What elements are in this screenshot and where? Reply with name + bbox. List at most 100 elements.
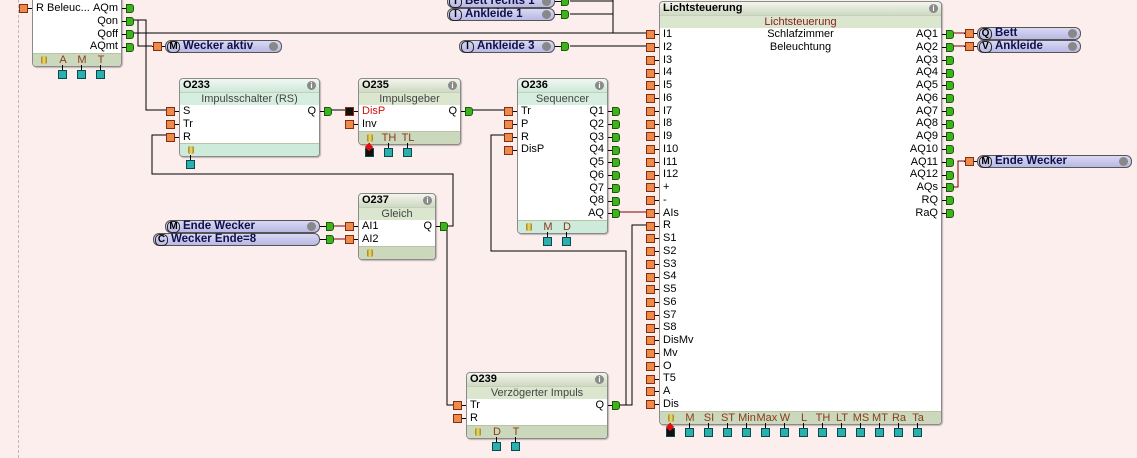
input-pin-I9[interactable]	[646, 132, 655, 142]
param-pin-L[interactable]	[799, 427, 808, 437]
info-icon[interactable]	[542, 42, 551, 51]
lock-param-pin[interactable]	[186, 160, 195, 170]
output-pin-Q5[interactable]	[612, 158, 620, 168]
info-icon[interactable]: i	[423, 196, 432, 205]
output-pin-Qoff[interactable]	[126, 29, 134, 39]
param-pin-LT[interactable]	[837, 427, 846, 437]
info-icon[interactable]: i	[307, 81, 316, 90]
param-pin-T[interactable]	[511, 441, 520, 451]
input-pin-I7[interactable]	[646, 106, 655, 116]
output-pin-AQ[interactable]	[612, 209, 620, 219]
param-pin-TH[interactable]	[818, 427, 827, 437]
output-pin-AQ3[interactable]	[946, 55, 954, 65]
input-pin-S8[interactable]	[646, 323, 655, 333]
input-pin-S7[interactable]	[646, 310, 655, 320]
input-pin-S1[interactable]	[646, 234, 655, 244]
lock-icon[interactable]	[188, 146, 194, 155]
connection-wire[interactable]	[446, 226, 455, 406]
output-pin-AQ7[interactable]	[946, 106, 954, 116]
output-pin-AQs[interactable]	[946, 183, 954, 193]
input-pin-S2[interactable]	[646, 247, 655, 257]
input-pin-I4[interactable]	[646, 68, 655, 78]
tag-input-pin[interactable]	[965, 29, 974, 38]
tag-output-pin[interactable]	[561, 0, 569, 6]
param-pin-Max[interactable]	[761, 427, 770, 437]
input-pin-Tr[interactable]	[504, 107, 513, 117]
info-icon[interactable]	[307, 222, 316, 231]
input-pin-S6[interactable]	[646, 298, 655, 308]
input-pin-I6[interactable]	[646, 94, 655, 104]
tag-output-pin[interactable]	[561, 10, 569, 19]
input-pin-S3[interactable]	[646, 259, 655, 269]
output-pin-AQ11[interactable]	[946, 157, 954, 167]
info-icon[interactable]	[542, 0, 551, 6]
info-icon[interactable]	[269, 42, 278, 51]
info-icon[interactable]	[1068, 29, 1077, 38]
output-pin-Q2[interactable]	[612, 120, 620, 130]
input-pin-I2[interactable]	[646, 43, 655, 53]
output-pin-AQ9[interactable]	[946, 132, 954, 142]
param-pin-MT[interactable]	[875, 427, 884, 437]
input-pin-Tr[interactable]	[166, 120, 175, 130]
input-pin-AIs[interactable]	[646, 208, 655, 218]
output-pin-Q6[interactable]	[612, 171, 620, 181]
output-pin-Q[interactable]	[465, 107, 473, 117]
output-pin-AQ1[interactable]	[946, 30, 954, 40]
connection-wire[interactable]	[151, 134, 454, 227]
tag-output-pin[interactable]	[326, 235, 334, 244]
output-pin-Q[interactable]	[440, 222, 448, 232]
input-pin-AI2[interactable]	[345, 235, 354, 245]
output-pin-AQ4[interactable]	[946, 68, 954, 78]
output-pin-Q8[interactable]	[612, 196, 620, 206]
param-pin-Ra[interactable]	[894, 427, 903, 437]
lock-icon[interactable]	[41, 56, 47, 64]
info-icon[interactable]: i	[595, 81, 604, 90]
output-pin-Q7[interactable]	[612, 183, 620, 193]
output-pin-RQ[interactable]	[946, 196, 954, 206]
param-pin-D[interactable]	[492, 441, 501, 451]
param-pin-TH[interactable]	[384, 147, 393, 157]
param-pin-T[interactable]	[96, 70, 105, 79]
input-pin-DisMv[interactable]	[646, 336, 655, 346]
param-pin-MS[interactable]	[856, 427, 865, 437]
input-pin-I10[interactable]	[646, 145, 655, 155]
input-pin-R Beleuc...[interactable]	[19, 4, 28, 14]
input-pin-AI1[interactable]	[345, 222, 354, 232]
output-pin-RaQ[interactable]	[946, 208, 954, 218]
output-pin-AQ2[interactable]	[946, 43, 954, 53]
param-pin-A[interactable]	[58, 70, 67, 79]
input-pin-Tr[interactable]	[453, 401, 462, 411]
lock-icon[interactable]	[668, 413, 674, 422]
tag-input-pin[interactable]	[965, 42, 974, 51]
input-pin-R[interactable]	[166, 132, 175, 142]
lock-icon[interactable]	[367, 133, 373, 142]
input-pin-S4[interactable]	[646, 272, 655, 282]
tag-output-pin[interactable]	[326, 222, 334, 231]
lock-icon[interactable]	[526, 222, 532, 231]
param-pin-SI[interactable]	[704, 427, 713, 437]
output-pin-AQ6[interactable]	[946, 94, 954, 104]
connection-wire[interactable]	[952, 160, 966, 188]
output-pin-AQ8[interactable]	[946, 119, 954, 129]
input-pin-I1[interactable]	[646, 30, 655, 40]
connection-wire[interactable]	[132, 19, 167, 111]
input-pin-T5[interactable]	[646, 374, 655, 384]
param-pin-M[interactable]	[543, 236, 552, 246]
param-pin-TL[interactable]	[403, 147, 412, 157]
input-pin-R[interactable]	[453, 414, 462, 424]
output-pin-Q[interactable]	[612, 401, 620, 411]
connection-wire[interactable]	[570, 0, 614, 33]
param-pin-W[interactable]	[780, 427, 789, 437]
info-icon[interactable]: i	[595, 375, 604, 384]
